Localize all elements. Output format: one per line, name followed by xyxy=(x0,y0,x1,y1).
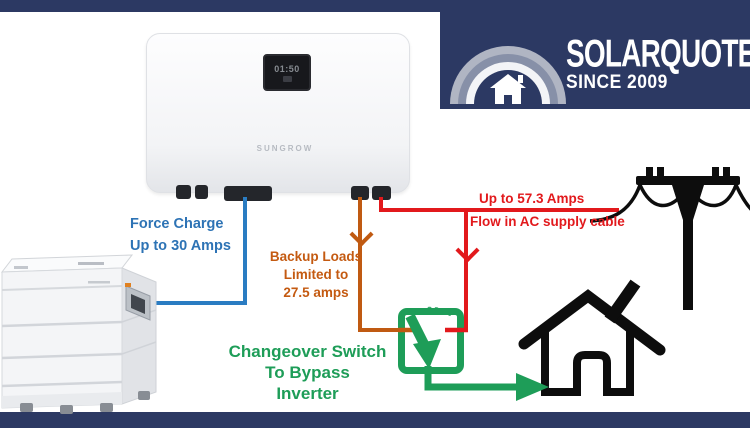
flow-arrow-backup-icon xyxy=(349,222,374,247)
grid-wire-horizontal xyxy=(379,208,619,212)
inverter-connector xyxy=(195,185,208,199)
battery-wire-horizontal xyxy=(152,301,247,305)
inverter-brand-label: SUNGROW xyxy=(256,144,314,153)
flow-arrow-grid-icon xyxy=(455,238,480,263)
battery-image xyxy=(0,254,157,414)
changeover-switch-label: Changeover Switch To Bypass Inverter xyxy=(228,342,387,404)
backup-wire-horizontal xyxy=(358,328,402,332)
inverter-connector xyxy=(176,185,191,199)
house-icon xyxy=(518,279,666,396)
inverter-display: 01:50 xyxy=(263,54,311,91)
logo-title: SOLARQUOTES xyxy=(566,32,750,76)
backup-loads-label: Backup Loads Limited to 27.5 amps xyxy=(269,249,363,301)
inverter-connector-backup xyxy=(351,186,369,200)
force-charge-label: Force Charge Up to 30 Amps xyxy=(130,216,231,255)
inverter-display-value: 01:50 xyxy=(274,63,300,74)
logo-subtitle: SINCE 2009 xyxy=(566,72,668,93)
solarquotes-logo: SOLARQUOTES SINCE 2009 xyxy=(440,12,750,109)
battery-wire-vertical xyxy=(243,197,247,305)
inverter-connector-battery xyxy=(224,186,272,201)
flow-arrow-house-icon xyxy=(516,373,549,401)
changeover-switch-icon xyxy=(398,308,464,374)
ac-supply-amps-label: Up to 57.3 Amps xyxy=(479,191,585,206)
grid-wire-stub xyxy=(379,197,383,212)
ac-supply-cable-label: Flow in AC supply cable xyxy=(470,214,625,229)
bottom-border-bar xyxy=(0,412,750,428)
grid-wire-vertical xyxy=(464,208,468,332)
inverter-image: 01:50 SUNGROW xyxy=(146,33,410,193)
power-pole-icon xyxy=(589,167,750,310)
inverter-connector-grid xyxy=(372,186,391,200)
top-border-bar xyxy=(0,0,750,12)
backup-wire-vertical xyxy=(358,197,362,332)
